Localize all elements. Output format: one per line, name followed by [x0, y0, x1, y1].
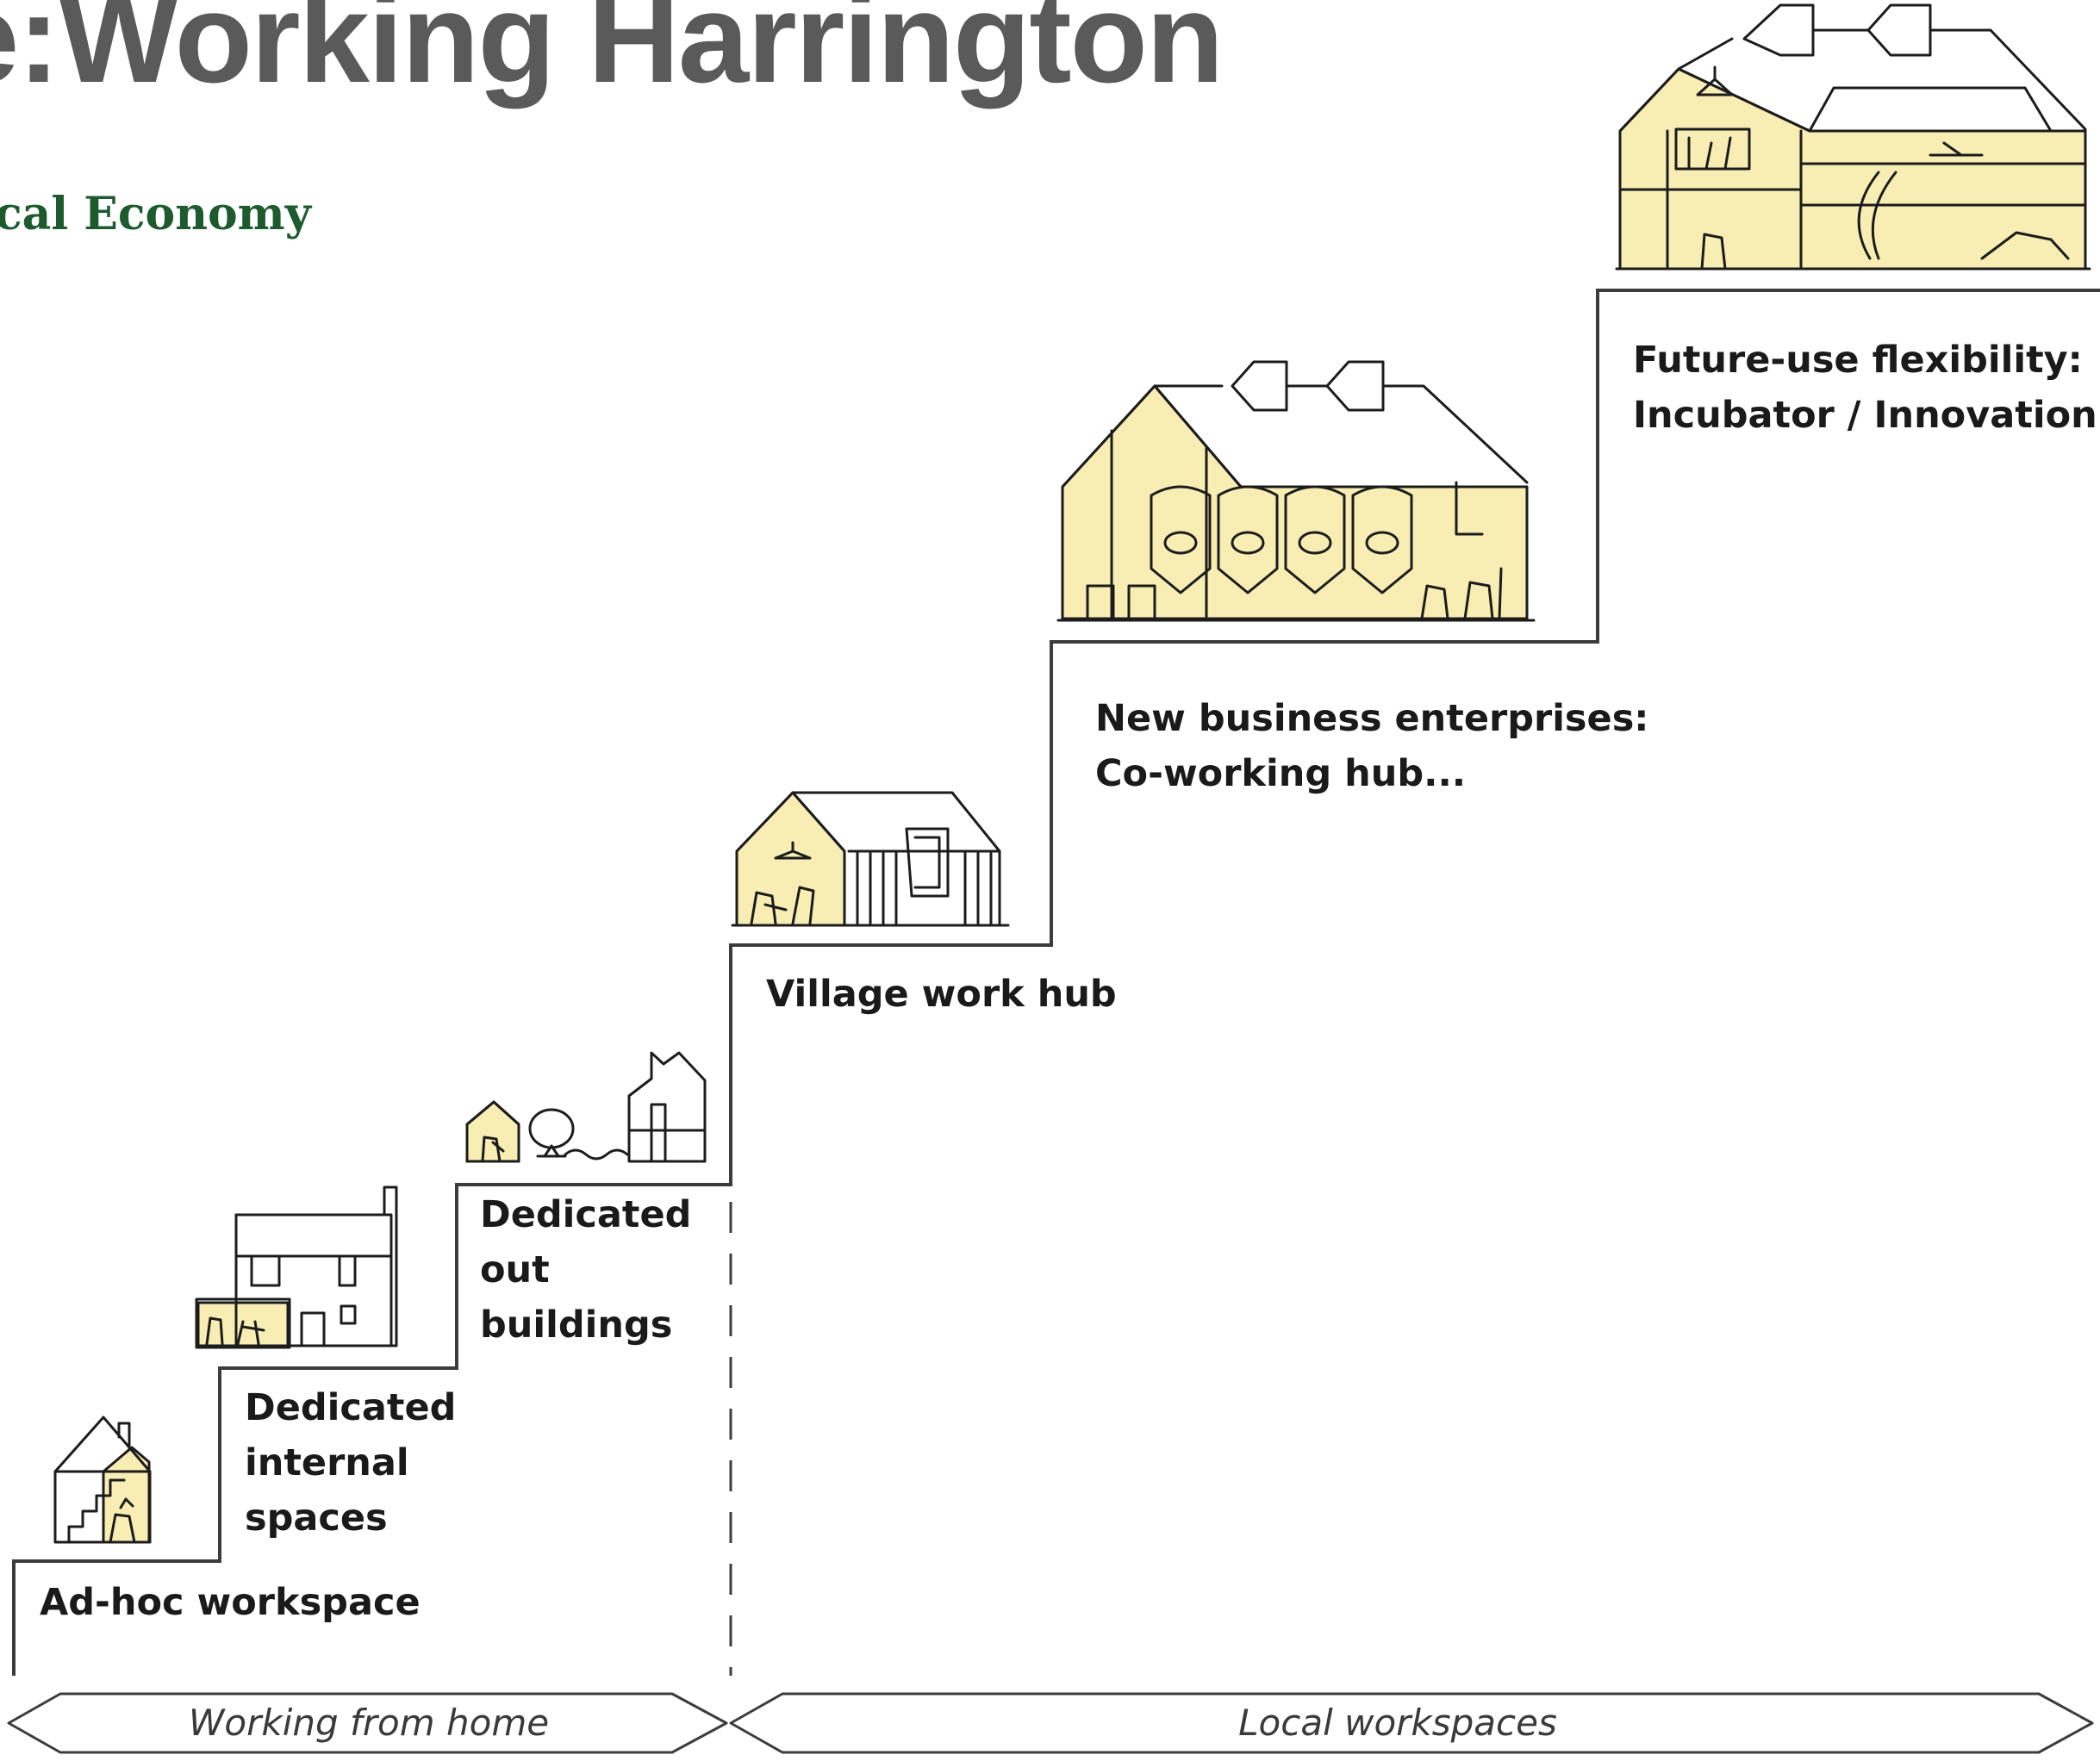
brewing-tanks [1150, 485, 1413, 594]
stage-future-use-label-line-2: Incubator / Innovation [1633, 394, 2097, 437]
local-workspaces-zone: Local workspaces [729, 1692, 2094, 1754]
stage-internal-label-line-2: internal [245, 1441, 409, 1484]
coworking-hub-illustration [1056, 360, 1536, 622]
stage-village-hub-label-line-1: Village work hub [766, 973, 1117, 1016]
staircase-steps [12, 289, 2100, 1676]
stage-outbuildings-label-line-2: out [480, 1248, 550, 1291]
internal-spaces-house-illustration [195, 1185, 398, 1349]
working-from-home-arrow [7, 1692, 728, 1754]
working-from-home-label: Working from home [189, 1702, 549, 1744]
stage-future-use-label: Future-use flexibility: Incubator / Inno… [1633, 339, 2097, 437]
local-workspaces-label: Local workspaces [1238, 1702, 1557, 1744]
stage-outbuildings-label: Dedicated out buildings [480, 1193, 704, 1347]
stage-new-business-label: New business enterprises: Co-working hub… [1095, 697, 1661, 795]
adhoc-house-illustration [53, 1416, 152, 1544]
stage-village-hub-label: Village work hub [766, 973, 1117, 1016]
stage-internal-label-line-1: Dedicated [245, 1386, 456, 1429]
stage-new-business-label-line-1: New business enterprises: [1095, 697, 1648, 740]
stage-internal-label: Dedicated internal spaces [245, 1386, 469, 1540]
stage-new-business-label-line-2: Co-working hub... [1095, 752, 1466, 795]
stage-outbuildings-label-line-3: buildings [480, 1304, 672, 1347]
stage-outbuildings-label-line-1: Dedicated [480, 1193, 691, 1236]
incubator-building-illustration [1615, 3, 2091, 271]
stage-adhoc-label: Ad-hoc workspace [40, 1581, 421, 1624]
stage-adhoc-label-line-1: Ad-hoc workspace [40, 1581, 421, 1624]
village-work-hub-illustration [731, 791, 1010, 927]
stage-future-use-label-line-1: Future-use flexibility: [1633, 339, 2083, 382]
out-buildings-illustration [465, 1051, 707, 1163]
page-title: e:Working Harrington [0, 0, 1224, 109]
working-from-home-zone: Working from home [7, 1692, 728, 1754]
local-workspaces-arrow [729, 1692, 2094, 1754]
stage-internal-label-line-3: spaces [245, 1497, 388, 1540]
page-subtitle: cal Economy [0, 188, 311, 240]
